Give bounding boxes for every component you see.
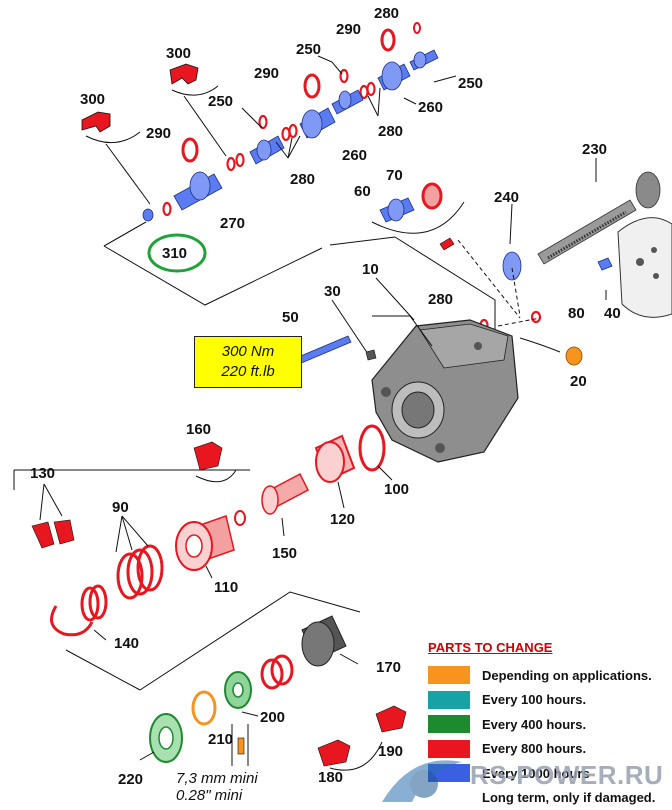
label-250: 250 [208, 93, 233, 110]
label-280: 280 [428, 291, 453, 308]
label-290: 290 [336, 21, 361, 38]
legend-swatch [428, 666, 470, 684]
legend-label: Every 400 hours. [482, 717, 586, 732]
sleeve-120 [316, 436, 354, 482]
clip-180 [318, 740, 350, 766]
torque-nm: 300 Nm [195, 342, 301, 362]
valve-group-bracket [104, 222, 495, 338]
clip-300-left [82, 112, 140, 143]
torque-spec-box: 300 Nm 220 ft.lb [194, 336, 302, 388]
piston-150 [262, 474, 308, 514]
oring-290-c [382, 30, 394, 50]
legend-row-green: Every 400 hours. [428, 712, 668, 737]
label-110: 110 [214, 579, 238, 596]
ring-100 [360, 426, 384, 470]
label-200: 200 [260, 709, 285, 726]
label-280: 280 [378, 123, 403, 140]
piston-170 [302, 616, 346, 666]
clips-130 [32, 520, 74, 548]
label-250: 250 [296, 41, 321, 58]
legend-swatch [428, 691, 470, 709]
label-40: 40 [604, 305, 621, 322]
legend-swatch [428, 715, 470, 733]
part-220-green [150, 714, 182, 762]
rings-140 [52, 586, 107, 635]
rings-near-170 [262, 656, 292, 688]
small-ring-150 [235, 511, 245, 525]
min-dimension-marker [232, 724, 248, 766]
label-180: 180 [318, 769, 343, 786]
label-50: 50 [282, 309, 299, 326]
part-210-orange-ring [193, 692, 215, 724]
label-120: 120 [330, 511, 355, 528]
watermark: RS-POWER.RU [372, 752, 672, 808]
label-10: 10 [362, 261, 379, 278]
min-dimension-inch: 0.28" mini [176, 787, 258, 804]
label-20: 20 [570, 373, 587, 390]
label-100: 100 [384, 481, 409, 498]
min-dimension-mm: 7,3 mm mini [176, 770, 258, 787]
main-housing-10 [372, 320, 518, 462]
label-250: 250 [458, 75, 483, 92]
piston-110 [176, 516, 234, 570]
label-300: 300 [80, 91, 105, 108]
seal-70 [423, 184, 441, 208]
arrow-20 [520, 338, 560, 352]
nut-30 [366, 350, 376, 360]
label-60: 60 [354, 183, 371, 200]
label-280: 280 [290, 171, 315, 188]
label-280: 280 [374, 5, 399, 22]
label-160: 160 [186, 421, 211, 438]
clip-300-right [170, 64, 218, 95]
label-260: 260 [342, 147, 367, 164]
label-150: 150 [272, 545, 297, 562]
watermark-text: RS-POWER.RU [470, 760, 663, 791]
pin-near-60 [440, 238, 454, 250]
rings-90 [118, 546, 162, 598]
label-230: 230 [582, 141, 607, 158]
leader-10 [376, 278, 414, 320]
label-290: 290 [254, 65, 279, 82]
label-30: 30 [324, 283, 341, 300]
valve-group-bracket-2 [330, 237, 395, 245]
oring-280-top [414, 23, 420, 33]
legend-row-teal: Every 100 hours. [428, 688, 668, 713]
legend-row-orange: Depending on applications. [428, 663, 668, 688]
guide-lines [458, 240, 540, 326]
label-210: 210 [208, 731, 233, 748]
clip-190 [376, 706, 406, 732]
label-270: 270 [220, 215, 245, 232]
label-130: 130 [30, 465, 55, 482]
label-80: 80 [568, 305, 585, 322]
arc-160 [196, 470, 236, 482]
legend-title: PARTS TO CHANGE [428, 640, 668, 655]
gear-partial [618, 218, 672, 318]
min-dimension-note: 7,3 mm mini 0.28" mini [176, 770, 258, 804]
watermark-logo-icon [372, 752, 472, 808]
label-90: 90 [112, 499, 129, 516]
label-70: 70 [386, 167, 403, 184]
part-200-green [225, 672, 251, 708]
label-240: 240 [494, 189, 519, 206]
label-310: 310 [162, 245, 187, 262]
oring-290-a [183, 139, 197, 161]
label-300: 300 [166, 45, 191, 62]
valve-assembly-group [104, 222, 495, 338]
label-220: 220 [118, 771, 143, 788]
legend-label: Depending on applications. [482, 668, 652, 683]
label-140: 140 [114, 635, 139, 652]
fitting-20 [566, 347, 582, 365]
clip-160 [194, 442, 222, 470]
legend-label: Every 100 hours. [482, 692, 586, 707]
label-260: 260 [418, 99, 443, 116]
label-170: 170 [376, 659, 401, 676]
oring-290-b [305, 75, 319, 97]
torque-ftlb: 220 ft.lb [195, 362, 301, 382]
label-290: 290 [146, 125, 171, 142]
